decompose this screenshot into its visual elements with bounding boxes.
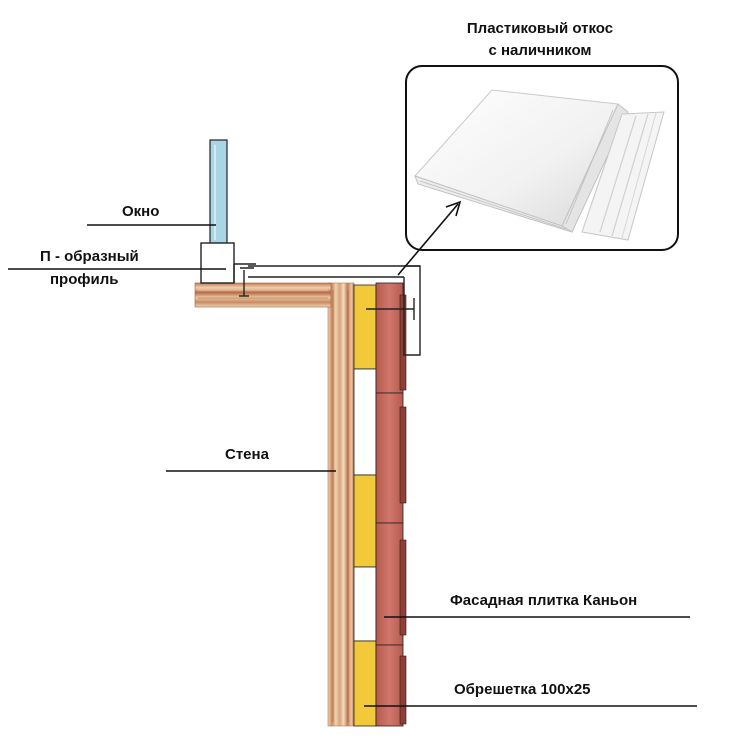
plastic-slope xyxy=(248,265,421,356)
label-profile-line2: профиль xyxy=(50,271,119,288)
p-profile xyxy=(233,263,256,297)
label-facade-tile: Фасадная плитка Каньон xyxy=(450,592,638,609)
label-slope-line2: с наличником xyxy=(488,42,592,59)
label-profile-line1: П - образный xyxy=(40,248,139,265)
batten-strips xyxy=(353,284,377,727)
leader-lines xyxy=(8,224,697,707)
slope-panel-illustration xyxy=(414,89,665,241)
slope-fastener xyxy=(366,298,415,320)
window-glass xyxy=(209,139,228,246)
label-window: Окно xyxy=(122,203,160,220)
window-sill-board xyxy=(194,282,332,308)
window-frame xyxy=(200,242,235,284)
label-slope-line1: Пластиковый откос xyxy=(466,20,614,37)
label-batten: Обрешетка 100х25 xyxy=(454,681,591,698)
facade-tiles xyxy=(375,282,407,727)
wall xyxy=(327,282,355,727)
callout-arrow xyxy=(397,200,462,276)
label-wall: Стена xyxy=(225,446,269,463)
